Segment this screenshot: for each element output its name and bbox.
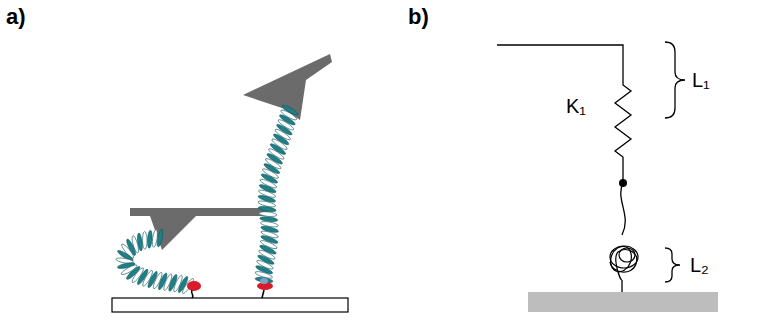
panel-label: b): [408, 6, 429, 28]
anchor: [187, 281, 201, 291]
length-label: L₂: [690, 255, 709, 275]
panel-label: a): [6, 6, 26, 28]
cantilever: [130, 208, 268, 250]
polymer: [621, 183, 625, 292]
spring: [497, 45, 631, 183]
bracket: [665, 42, 685, 118]
bracket: [665, 248, 680, 282]
substrate: [112, 298, 348, 312]
length-label: L₁: [692, 70, 710, 90]
anchor: [260, 278, 268, 284]
linker: [192, 290, 193, 298]
linker: [262, 290, 264, 298]
ground: [528, 292, 718, 312]
protein-chain: [116, 104, 299, 295]
coil: [607, 243, 638, 280]
cantilever: [243, 54, 332, 120]
spring-constant: K₁: [566, 96, 586, 116]
